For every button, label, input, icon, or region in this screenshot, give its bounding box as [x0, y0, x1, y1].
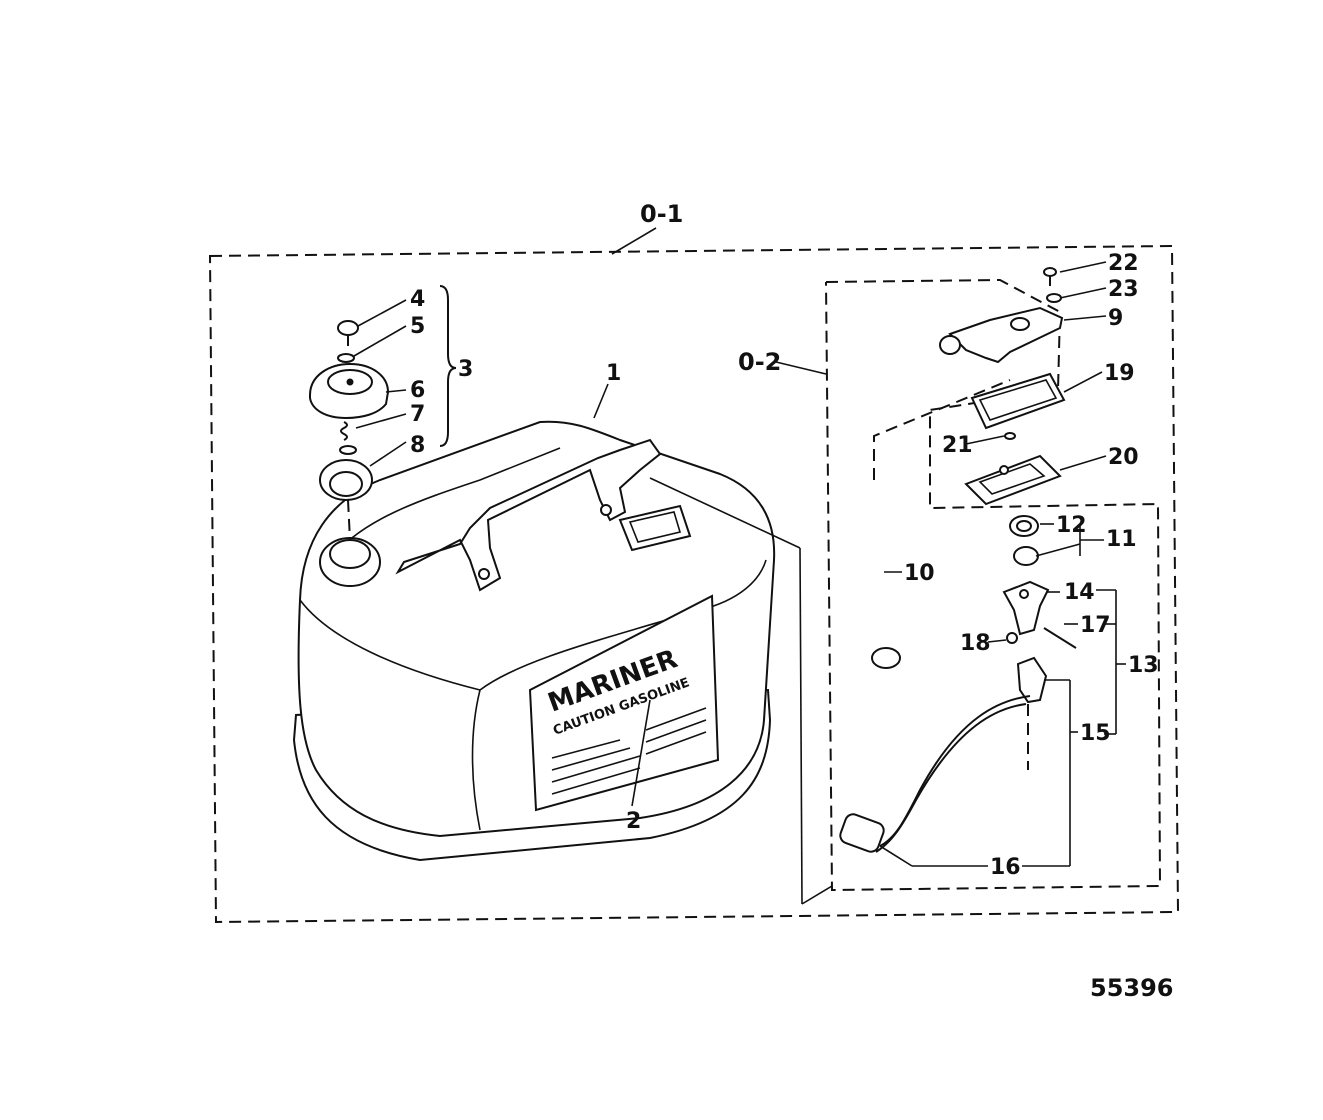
callout-9: 9 — [1108, 306, 1123, 331]
callout-22: 22 — [1108, 251, 1139, 276]
callout-14: 14 — [1064, 580, 1095, 605]
fuel-tank: MARINER CAUTION GASOLINE — [292, 420, 776, 862]
assembly-boundary-outer — [208, 244, 1180, 924]
callout-23: 23 — [1108, 277, 1139, 302]
label-0-1: 0-1 — [640, 200, 683, 228]
label-0-2: 0-2 — [738, 348, 781, 376]
warning-decal — [528, 594, 720, 812]
callout-10: 10 — [904, 561, 935, 586]
callout-12: 12 — [1056, 513, 1087, 538]
figure-number: 55396 — [1090, 974, 1174, 1002]
callout-2: 2 — [626, 809, 641, 834]
callout-15: 15 — [1080, 721, 1111, 746]
assembly-boundary-inner — [825, 278, 1162, 892]
fuel-pickup-assembly — [839, 267, 1077, 853]
callout-21: 21 — [942, 433, 973, 458]
callout-16: 16 — [990, 855, 1021, 880]
callout-3: 3 — [458, 357, 473, 382]
callout-7: 7 — [410, 402, 425, 427]
callout-19: 19 — [1104, 361, 1135, 386]
callout-1: 1 — [606, 361, 621, 386]
callout-20: 20 — [1108, 445, 1139, 470]
fuel-cap-assembly — [309, 285, 457, 541]
callout-18: 18 — [960, 631, 991, 656]
leader-0-1 — [611, 227, 657, 255]
callout-17: 17 — [1080, 613, 1111, 638]
leader-0-2 — [775, 361, 827, 375]
callout-6: 6 — [410, 378, 425, 403]
callout-13: 13 — [1128, 653, 1159, 678]
callout-5: 5 — [410, 314, 425, 339]
callout-labels: 1 2 3 4 5 6 7 8 9 10 11 12 13 14 15 16 1… — [410, 251, 1159, 880]
callout-8: 8 — [410, 433, 425, 458]
callout-11: 11 — [1106, 527, 1137, 552]
callout-4: 4 — [410, 287, 425, 312]
leader-lines — [353, 261, 1126, 905]
